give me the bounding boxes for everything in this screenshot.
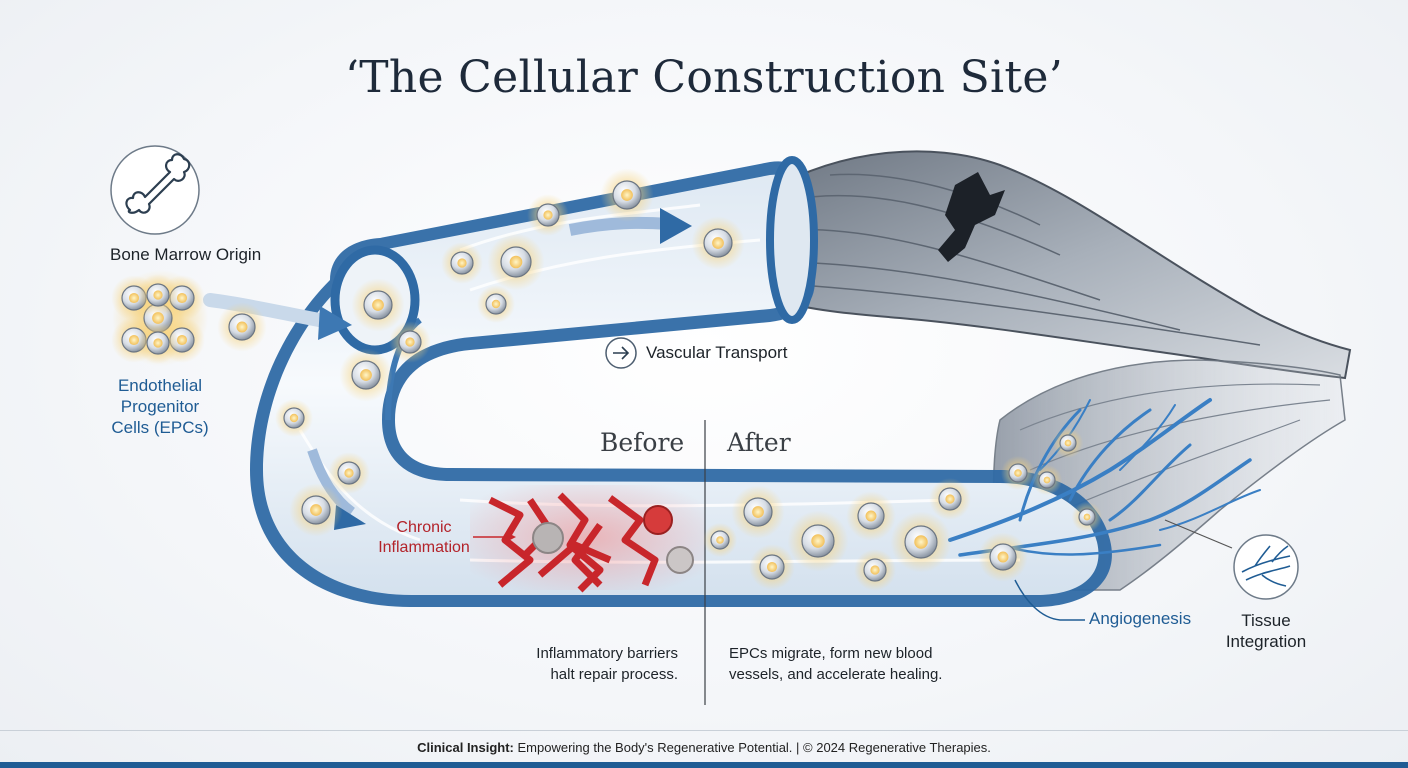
pointer-lines: [473, 519, 1233, 621]
epc-cell-nucleus: [176, 292, 188, 304]
before-label: Before: [600, 428, 685, 457]
bone-icon: [110, 145, 200, 235]
epc-cell-nucleus: [153, 290, 163, 300]
epc-cell-nucleus: [509, 255, 523, 269]
epc-cell-nucleus: [1014, 469, 1022, 477]
epc-cell-nucleus: [176, 334, 188, 346]
footer-separator: |: [792, 740, 804, 755]
after-desc-line2: vessels, and accelerate healing.: [729, 666, 943, 683]
footer-text: Empowering the Body's Regenerative Poten…: [513, 740, 793, 755]
before-desc-line2: halt repair process.: [550, 666, 678, 683]
epc-cell-nucleus: [128, 334, 140, 346]
epc-cells: [111, 168, 1103, 591]
chronic-label-line2: Inflammation: [378, 539, 470, 556]
epc-cell-nucleus: [1083, 513, 1091, 521]
after-label: After: [727, 428, 791, 457]
epc-cell-nucleus: [865, 510, 877, 522]
epc-cell-nucleus: [405, 337, 415, 347]
epc-cell-nucleus: [945, 494, 955, 504]
flow-arrows: [203, 208, 692, 530]
before-description: Inflammatory barriers halt repair proces…: [480, 643, 678, 685]
vascular-transport-label: Vascular Transport: [646, 343, 788, 362]
bone-marrow-label: Bone Marrow Origin: [110, 245, 262, 264]
epc-label-line2: Progenitor: [120, 397, 200, 416]
footer-divider: [0, 730, 1408, 731]
epc-cell-nucleus: [128, 292, 140, 304]
tissue-label-line2: Integration: [1225, 632, 1307, 651]
epc-cell-nucleus: [310, 504, 322, 516]
inflammation-zone: [470, 485, 705, 593]
epc-label-line3: Cells (EPCs): [111, 418, 209, 437]
epc-cell-nucleus: [716, 536, 724, 544]
epc-cell-nucleus: [621, 189, 633, 201]
epc-cell-nucleus: [914, 535, 928, 549]
before-desc-line1: Inflammatory barriers: [536, 645, 678, 662]
epc-cell-nucleus: [344, 468, 354, 478]
epc-cell-nucleus: [1043, 476, 1051, 484]
angiogenesis-label: Angiogenesis: [1089, 609, 1192, 628]
footer: Clinical Insight: Empowering the Body's …: [0, 740, 1408, 755]
epc-cell-nucleus: [752, 506, 764, 518]
epc-cell-nucleus: [870, 565, 880, 575]
epc-label-line1: Endothelial: [117, 376, 203, 395]
page-title: ‘The Cellular Construction Site’: [344, 52, 1064, 103]
after-desc-line1: EPCs migrate, form new blood: [729, 645, 933, 662]
epc-cell-nucleus: [289, 413, 299, 423]
epc-cell-nucleus: [712, 237, 724, 249]
epc-cell-nucleus: [457, 258, 467, 268]
tissue-integration-label: Tissue Integration: [1210, 610, 1322, 652]
arrow-right-circle-icon: [605, 337, 637, 369]
epc-cell-nucleus: [360, 369, 372, 381]
footer-copyright: © 2024 Regenerative Therapies.: [803, 740, 991, 755]
epc-label: Endothelial Progenitor Cells (EPCs): [100, 375, 220, 438]
chronic-inflammation-label: Chronic Inflammation: [365, 518, 483, 558]
vessel-network-icon: [1233, 534, 1299, 600]
epc-cell-nucleus: [491, 299, 501, 309]
after-description: EPCs migrate, form new blood vessels, an…: [729, 643, 989, 685]
epc-cell-nucleus: [997, 551, 1009, 563]
epc-cell-nucleus: [811, 534, 825, 548]
footer-accent-bar: [0, 762, 1408, 768]
chronic-label-line1: Chronic: [396, 519, 452, 536]
footer-bold: Clinical Insight:: [417, 740, 514, 755]
tissue-label-line1: Tissue: [1241, 611, 1291, 630]
torn-muscle: [768, 150, 1352, 380]
epc-cell-nucleus: [236, 321, 248, 333]
epc-cell-nucleus: [153, 338, 163, 348]
epc-cell-nucleus: [766, 561, 778, 573]
epc-cell-nucleus: [543, 210, 553, 220]
epc-cell-nucleus: [372, 299, 384, 311]
epc-cell-nucleus: [1064, 439, 1072, 447]
